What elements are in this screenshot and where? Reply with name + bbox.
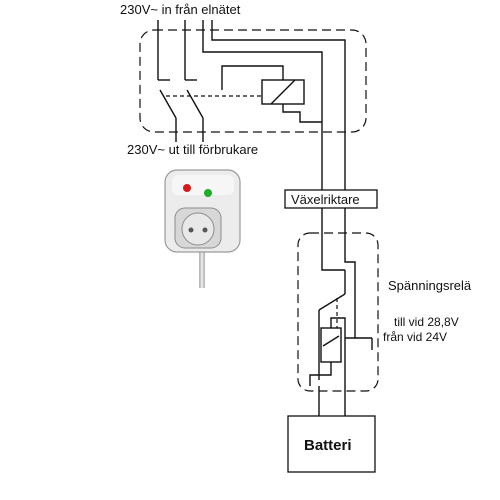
red-led-icon: [183, 184, 191, 192]
voltage-relay-label: Spänningsrelä: [388, 278, 472, 293]
inverter-box: Växelriktare: [284, 189, 378, 209]
voltage-relay-wiring: [309, 208, 373, 386]
voltage-relay-enclosure: [297, 232, 379, 392]
relay-contacts: [158, 79, 262, 142]
inverter-label: Växelriktare: [291, 192, 360, 207]
off-threshold-label: från vid 24V: [383, 330, 447, 344]
green-led-icon: [204, 189, 212, 197]
mains-relay-coil: [221, 65, 322, 123]
battery-box: Batteri: [287, 415, 376, 473]
mains-relay-enclosure: [139, 29, 367, 133]
plug-in-socket-adapter-icon: [164, 169, 241, 288]
battery-feed-wires: [318, 386, 346, 416]
mains-in-label: 230V~ in från elnätet: [120, 2, 241, 17]
on-threshold-label: till vid 28,8V: [394, 315, 459, 329]
battery-label: Batteri: [304, 437, 352, 454]
mains-in-wires: [157, 20, 346, 200]
mains-out-label: 230V~ ut till förbrukare: [127, 142, 258, 157]
